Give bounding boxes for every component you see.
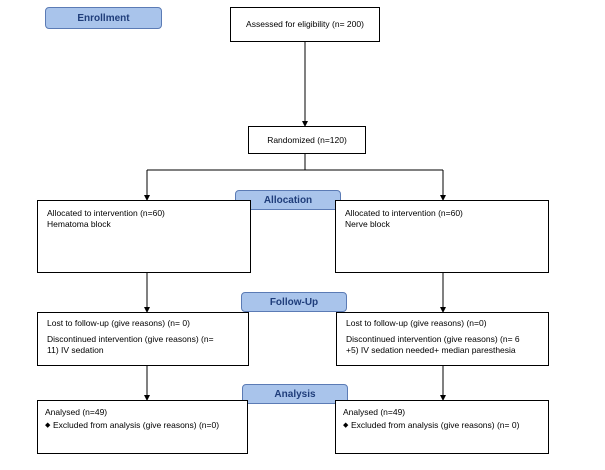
eligibility-box: Assessed for eligibility (n= 200) (230, 7, 380, 42)
left-allocation-line1: Allocated to intervention (n=60) (47, 208, 165, 218)
left-discontinued-line2: 11) IV sedation (47, 345, 104, 355)
right-allocation-box: Allocated to intervention (n=60) Nerve b… (335, 200, 549, 273)
right-excluded-text: Excluded from analysis (give reasons) (n… (351, 420, 520, 430)
right-analysed: Analysed (n=49) (343, 407, 406, 417)
bullet-icon: ◆ (343, 422, 349, 429)
left-excluded-text: Excluded from analysis (give reasons) (n… (53, 420, 220, 430)
eligibility-text: Assessed for eligibility (n= 200) (246, 19, 364, 29)
right-discontinued-line2: +5) IV sedation needed+ median paresthes… (346, 345, 516, 355)
right-lost-followup: Lost to follow-up (give reasons) (n=0) (346, 318, 487, 328)
right-excluded-item: ◆ Excluded from analysis (give reasons) … (343, 420, 548, 431)
left-followup-box: Lost to follow-up (give reasons) (n= 0) … (37, 312, 249, 366)
left-analysed: Analysed (n=49) (45, 407, 108, 417)
left-discontinued-line1: Discontinued intervention (give reasons)… (47, 334, 214, 344)
left-allocation-line2: Hematoma block (47, 219, 111, 229)
stage-enrollment: Enrollment (45, 7, 162, 29)
randomized-text: Randomized (n=120) (267, 134, 347, 145)
right-allocation-line2: Nerve block (345, 219, 390, 229)
left-analysis-box: Analysed (n=49) ◆ Excluded from analysis… (37, 400, 248, 454)
bullet-icon: ◆ (45, 422, 51, 429)
stage-followup: Follow-Up (241, 292, 347, 312)
right-discontinued-line1: Discontinued intervention (give reasons)… (346, 334, 520, 344)
right-analysis-box: Analysed (n=49) ◆ Excluded from analysis… (335, 400, 549, 454)
randomized-box: Randomized (n=120) (248, 126, 366, 154)
right-allocation-line1: Allocated to intervention (n=60) (345, 208, 463, 218)
left-lost-followup: Lost to follow-up (give reasons) (n= 0) (47, 318, 190, 328)
right-followup-box: Lost to follow-up (give reasons) (n=0) D… (336, 312, 549, 366)
left-excluded-item: ◆ Excluded from analysis (give reasons) … (45, 420, 247, 431)
left-allocation-box: Allocated to intervention (n=60) Hematom… (37, 200, 251, 273)
stage-analysis: Analysis (242, 384, 348, 404)
